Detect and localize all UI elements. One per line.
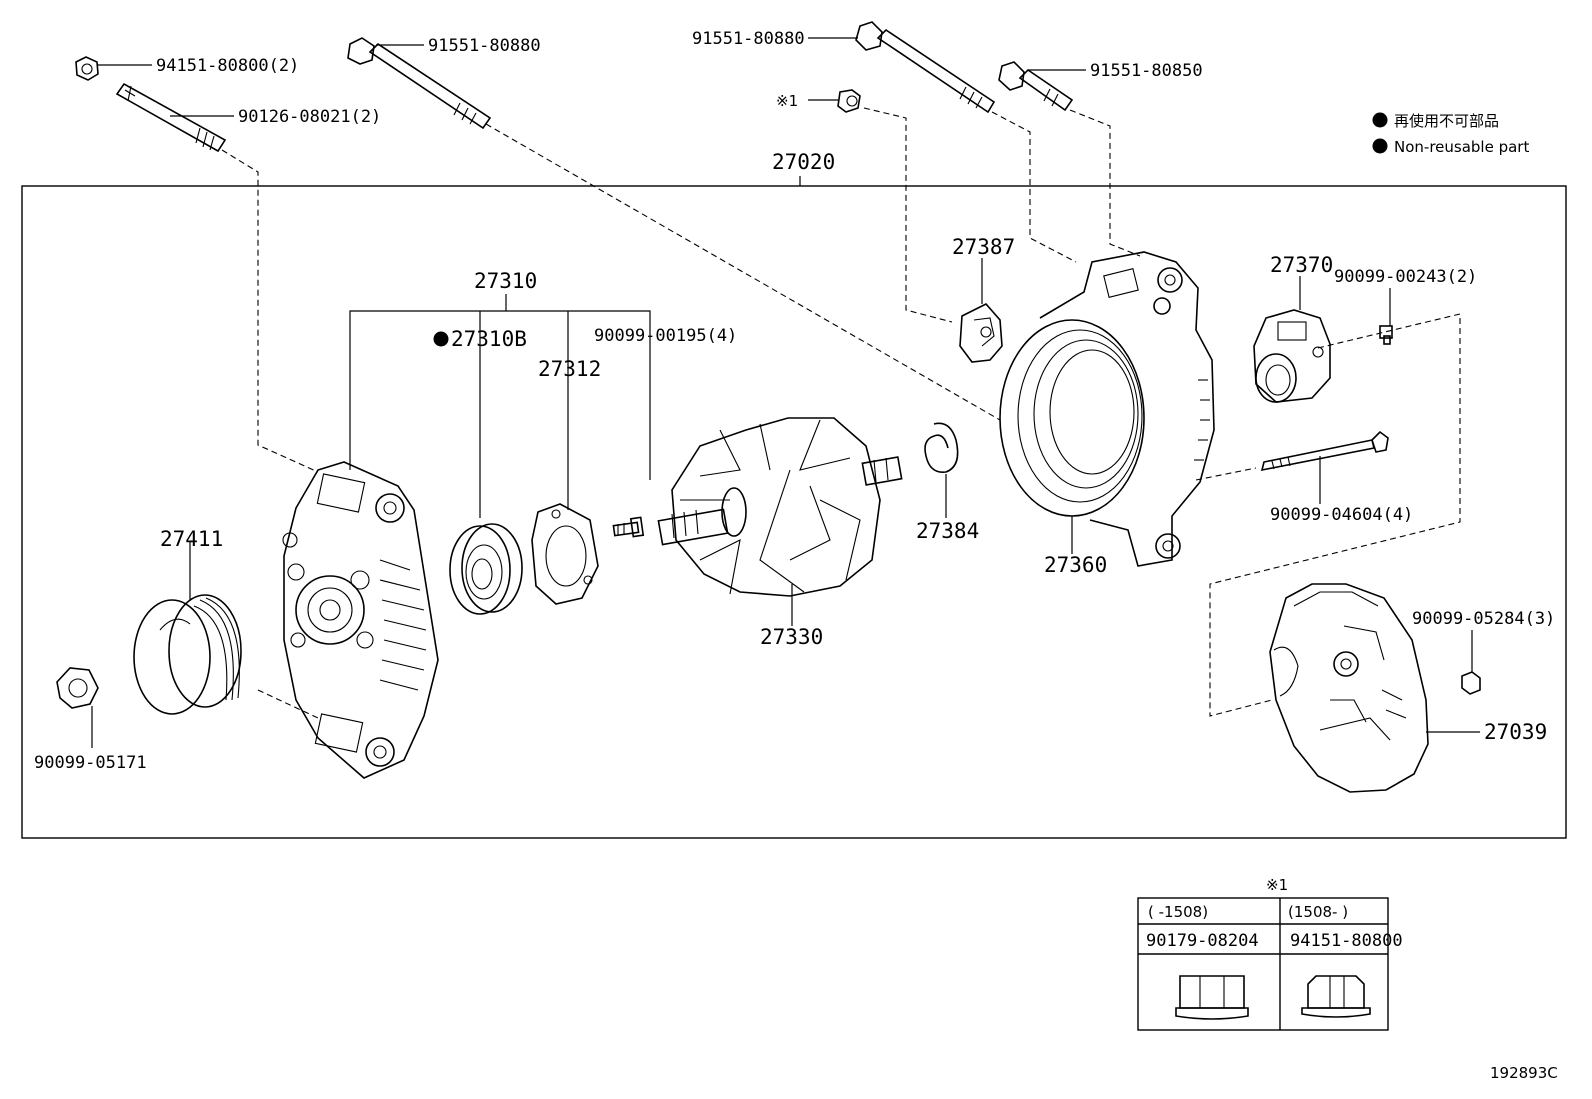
part-27039-rear-cover: 27039 xyxy=(1269,583,1547,793)
legend: 再使用不可部品 Non-reusable part xyxy=(1372,112,1529,156)
label-90099-00243: 90099-00243(2) xyxy=(1334,267,1477,287)
note-table: ※1 ( -1508) (1508- ) 90179-08204 94151-8… xyxy=(1137,876,1403,1031)
label-27020: 27020 xyxy=(772,150,835,174)
assembly-box xyxy=(21,185,1567,839)
non-reusable-dot-icon xyxy=(433,331,449,347)
part-27411-pulley: 27411 xyxy=(133,527,242,715)
part-27384-clip: 27384 xyxy=(916,422,979,543)
label-group-27310: 27310 27310B 27312 90099-00195(4) xyxy=(349,269,737,518)
label-27370: 27370 xyxy=(1270,253,1333,277)
non-reusable-dot-icon xyxy=(1372,138,1388,154)
label-27312: 27312 xyxy=(538,357,601,381)
part-27310-drive-end-frame xyxy=(282,461,439,779)
label-27384: 27384 xyxy=(916,519,979,543)
part-27370-brush-holder: 27370 xyxy=(1253,253,1333,403)
note-col1-range: ( -1508) xyxy=(1148,903,1208,921)
label-91551-80850: 91551-80850 xyxy=(1090,61,1203,81)
label-91551-80880-mid: 91551-80880 xyxy=(692,29,805,49)
label-note1-ref: ※1 xyxy=(776,92,798,110)
part-27360-rectifier-end-frame: 27360 xyxy=(999,251,1215,577)
non-reusable-dot-icon xyxy=(1372,112,1388,128)
part-27387-insulator: 27387 xyxy=(952,235,1015,363)
label-90099-04604: 90099-04604(4) xyxy=(1270,505,1413,525)
label-27411: 27411 xyxy=(160,527,223,551)
part-27330-rotor: 27330 xyxy=(657,417,903,649)
part-91551-80880-bolt-mid: 91551-80880 xyxy=(692,21,996,114)
label-90126-08021: 90126-08021(2) xyxy=(238,107,381,127)
part-91551-80880-bolt-left: 91551-80880 xyxy=(347,36,541,130)
diagram-code: 192893C xyxy=(1490,1064,1558,1082)
assembly-frame: 27020 xyxy=(21,150,1567,839)
part-90099-00195-screw xyxy=(612,516,645,538)
part-90099-04604-through-bolt: 90099-04604(4) xyxy=(1260,430,1413,525)
legend-english: Non-reusable part xyxy=(1394,138,1529,156)
legend-japanese: 再使用不可部品 xyxy=(1394,112,1499,130)
note-col1-part: 90179-08204 xyxy=(1146,931,1259,951)
note-col2-range: (1508- ) xyxy=(1288,903,1348,921)
part-note1-nut: ※1 xyxy=(776,89,861,113)
label-90099-05171: 90099-05171 xyxy=(34,753,147,773)
label-94151-80800: 94151-80800(2) xyxy=(156,56,299,76)
label-27310B: 27310B xyxy=(451,327,527,351)
label-90099-05284: 90099-05284(3) xyxy=(1412,609,1555,629)
label-27039: 27039 xyxy=(1484,720,1547,744)
label-27387: 27387 xyxy=(952,235,1015,259)
note-col2-part: 94151-80800 xyxy=(1290,931,1403,951)
assembly-dashed-lines xyxy=(221,107,1461,719)
part-27312-retainer-plate xyxy=(531,503,599,605)
part-94151-80800-nut: 94151-80800(2) xyxy=(75,56,299,81)
note-table-title: ※1 xyxy=(1266,876,1288,894)
part-90099-00243-screw: 90099-00243(2) xyxy=(1334,267,1477,345)
part-27310B-bearing xyxy=(449,523,523,615)
note-nut-94151-icon xyxy=(1301,975,1371,1018)
note-nut-90179-icon xyxy=(1175,975,1249,1020)
part-90126-08021-stud: 90126-08021(2) xyxy=(115,82,381,153)
label-91551-80880-left: 91551-80880 xyxy=(428,36,541,56)
label-27360: 27360 xyxy=(1044,553,1107,577)
part-90099-05284-nut: 90099-05284(3) xyxy=(1412,609,1555,695)
label-90099-00195: 90099-00195(4) xyxy=(594,326,737,346)
label-27330: 27330 xyxy=(760,625,823,649)
part-90099-05171-nut: 90099-05171 xyxy=(34,667,147,773)
label-27310: 27310 xyxy=(474,269,537,293)
part-91551-80850-bolt: 91551-80850 xyxy=(998,61,1203,112)
